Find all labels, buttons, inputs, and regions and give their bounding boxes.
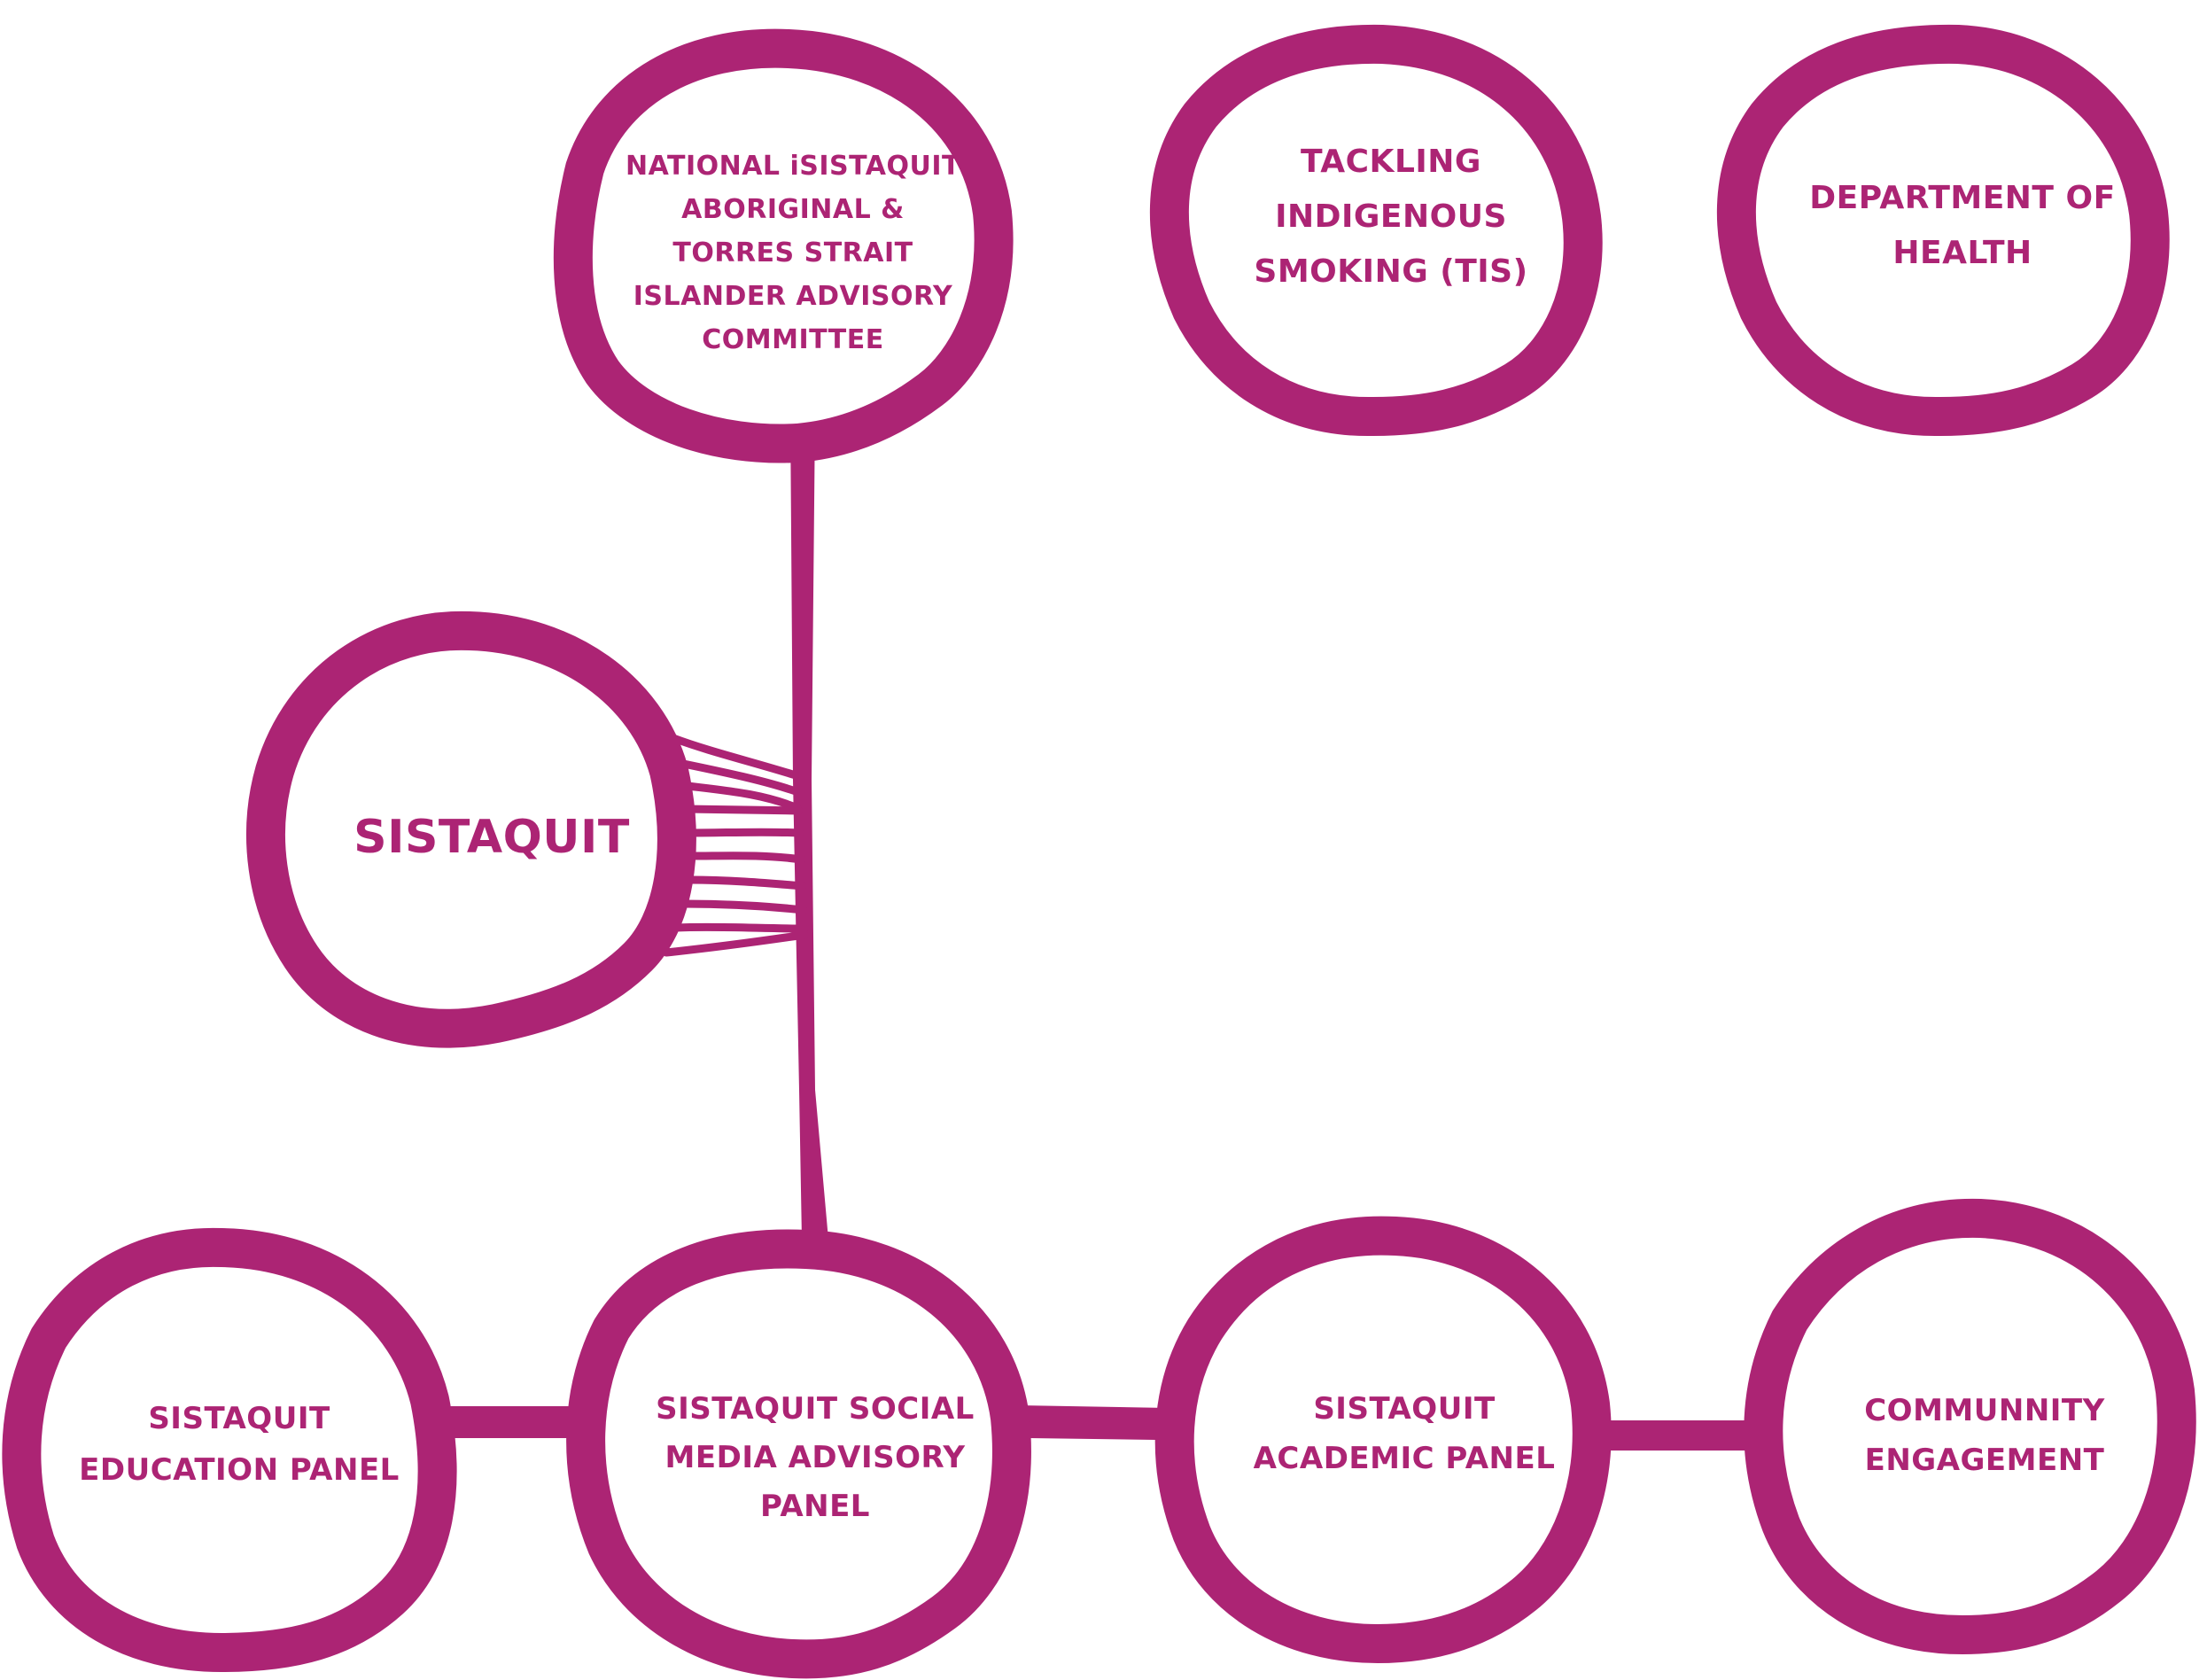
- advisory-committee-line-4: ISLANDER ADVISORY: [633, 280, 953, 312]
- department-of-health-line-1: DEPARTMENT OF: [1809, 180, 2116, 216]
- ring-sistaquit: [246, 611, 696, 1048]
- node-sistaquit: SISTAQUIT: [319, 797, 664, 877]
- ring-social-media-panel: [566, 1229, 1031, 1679]
- advisory-committee-line-3: TORRES STRAIT: [672, 237, 913, 268]
- social-media-panel-line-3: PANEL: [760, 1488, 870, 1524]
- social-media-panel-line-2: MEDIA ADVISORY: [664, 1439, 966, 1475]
- node-education-panel: SISTAQUIT EDUCATION PANEL: [62, 1387, 416, 1502]
- sistaquit-strands: [662, 734, 809, 957]
- advisory-committee-line-2: ABORIGINAL &: [681, 193, 905, 225]
- advisory-committee-line-5: COMMITTEE: [702, 323, 884, 355]
- ring-department-of-health: [1716, 24, 2170, 437]
- department-of-health-line-2: HEALTH: [1892, 235, 2032, 271]
- connector-trunk: [790, 410, 833, 1289]
- academic-panel-line-1: SISTAQUIT: [1313, 1391, 1496, 1427]
- ring-community-engagement: [1744, 1198, 2196, 1654]
- node-community-engagement: COMMUNNITY ENGAGEMENT: [1807, 1378, 2162, 1493]
- academic-panel-line-2: ACADEMIC PANEL: [1253, 1441, 1556, 1476]
- node-tis: TACKLING INDIGENOUS SMOKING (TIS): [1214, 133, 1568, 301]
- sistaquit-line-1: SISTAQUIT: [354, 811, 630, 864]
- tis-line-2: INDIGENOUS: [1275, 198, 1507, 235]
- ring-academic-panel: [1154, 1216, 1612, 1663]
- education-panel-line-2: EDUCATION PANEL: [79, 1452, 400, 1488]
- community-engagement-line-1: COMMUNNITY: [1864, 1393, 2105, 1428]
- tis-line-1: TACKLING: [1301, 144, 1481, 180]
- ring-education-panel: [2, 1227, 457, 1672]
- node-rings: [2, 24, 2196, 1679]
- ring-advisory-committee: [553, 28, 1014, 463]
- node-department-of-health: DEPARTMENT OF HEALTH: [1781, 168, 2144, 284]
- node-advisory-committee: NATIONAL iSISTAQUIT ABORIGINAL & TORRES …: [620, 142, 966, 363]
- education-panel-line-1: SISTAQUIT: [148, 1401, 330, 1436]
- advisory-committee-line-1: NATIONAL iSISTAQUIT: [625, 150, 960, 182]
- ring-tis: [1149, 24, 1603, 437]
- community-engagement-line-2: ENGAGEMENT: [1864, 1443, 2105, 1478]
- tis-line-3: SMOKING (TIS): [1254, 253, 1528, 290]
- node-academic-panel: SISTAQUIT ACADEMIC PANEL: [1223, 1376, 1586, 1491]
- social-media-panel-line-1: SISTAQUIT SOCIAL: [656, 1390, 975, 1427]
- node-social-media-panel: SISTAQUIT SOCIAL MEDIA ADVISORY PANEL: [629, 1382, 1001, 1533]
